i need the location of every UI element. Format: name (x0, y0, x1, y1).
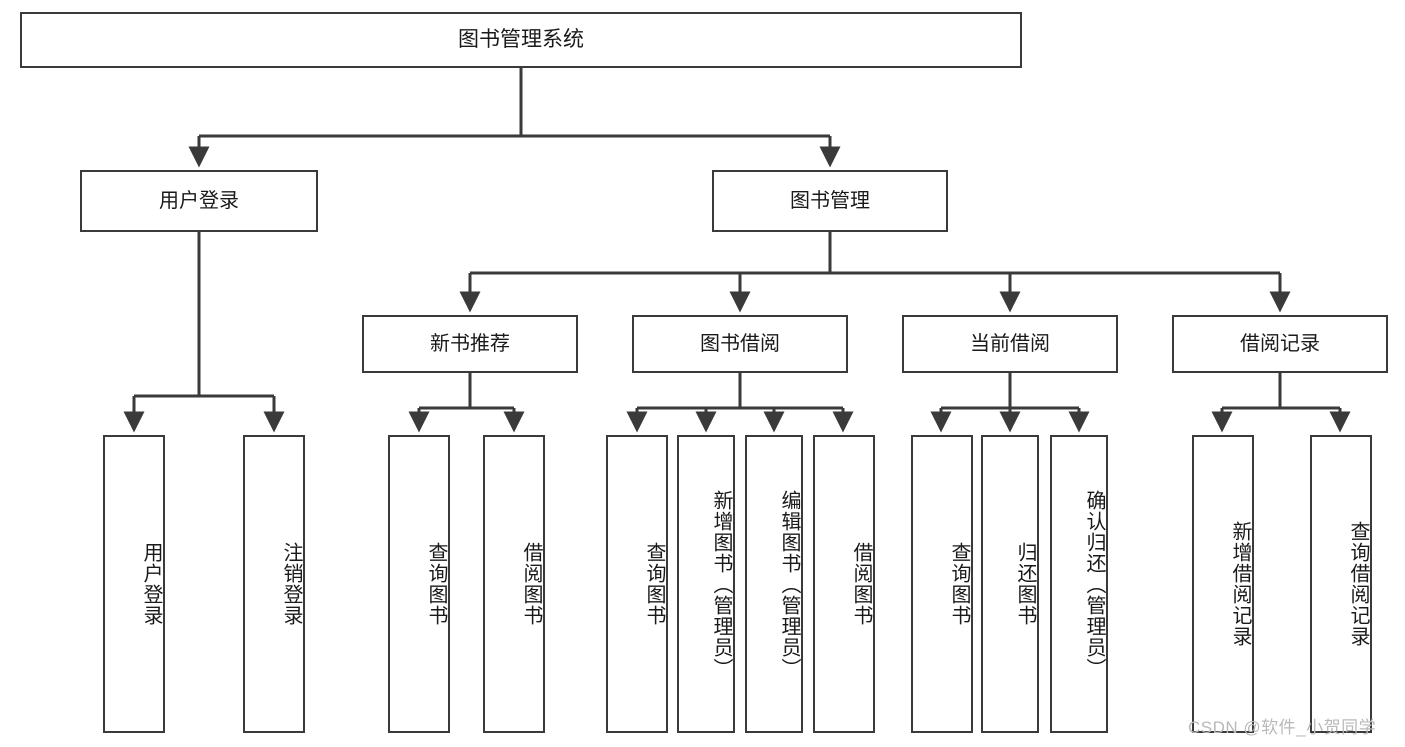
node-leaf-query-borrow-record[interactable]: 查询借阅记录 (1310, 435, 1372, 733)
node-leaf-add-book[interactable]: 新增图书（管理员） (677, 435, 735, 733)
node-leaf-logout-login[interactable]: 注销登录 (243, 435, 305, 733)
node-user-login[interactable]: 用户登录 (80, 170, 318, 232)
node-label: 查询图书 (643, 542, 665, 626)
node-label: 确认归还（管理员） (1083, 489, 1105, 679)
node-label: 编辑图书（管理员） (778, 489, 800, 679)
csdn-watermark: CSDN @软件_小贺同学 (1188, 718, 1377, 737)
node-label: 查询图书 (425, 542, 447, 626)
node-book-management[interactable]: 图书管理 (712, 170, 948, 232)
node-label: 借阅记录 (1240, 332, 1320, 355)
node-label: 当前借阅 (970, 332, 1050, 355)
node-leaf-query-book-current[interactable]: 查询图书 (911, 435, 973, 733)
node-label: 归还图书 (1014, 542, 1036, 626)
node-label: 图书管理系统 (458, 28, 584, 52)
node-leaf-borrow-book-recommend[interactable]: 借阅图书 (483, 435, 545, 733)
node-new-book-recommend[interactable]: 新书推荐 (362, 315, 578, 373)
node-leaf-query-book-recommend[interactable]: 查询图书 (388, 435, 450, 733)
node-leaf-user-login[interactable]: 用户登录 (103, 435, 165, 733)
node-label: 借阅图书 (520, 542, 542, 626)
node-leaf-confirm-return[interactable]: 确认归还（管理员） (1050, 435, 1108, 733)
node-label: 用户登录 (159, 189, 239, 212)
node-label: 查询图书 (948, 542, 970, 626)
node-leaf-edit-book[interactable]: 编辑图书（管理员） (745, 435, 803, 733)
node-label: 注销登录 (280, 542, 302, 626)
node-label: 新增图书（管理员） (710, 489, 732, 679)
node-leaf-borrow-book[interactable]: 借阅图书 (813, 435, 875, 733)
node-label: 查询借阅记录 (1347, 521, 1369, 647)
node-label: 借阅图书 (850, 542, 872, 626)
node-label: 新增借阅记录 (1229, 521, 1251, 647)
node-current-borrow[interactable]: 当前借阅 (902, 315, 1118, 373)
node-leaf-add-borrow-record[interactable]: 新增借阅记录 (1192, 435, 1254, 733)
node-leaf-return-book[interactable]: 归还图书 (981, 435, 1039, 733)
node-leaf-query-book-borrow[interactable]: 查询图书 (606, 435, 668, 733)
node-borrow-record[interactable]: 借阅记录 (1172, 315, 1388, 373)
node-label: 新书推荐 (430, 332, 510, 355)
node-label: 图书管理 (790, 189, 870, 212)
node-book-management-system[interactable]: 图书管理系统 (20, 12, 1022, 68)
node-book-borrow[interactable]: 图书借阅 (632, 315, 848, 373)
node-label: 用户登录 (140, 542, 162, 626)
node-label: 图书借阅 (700, 332, 780, 355)
